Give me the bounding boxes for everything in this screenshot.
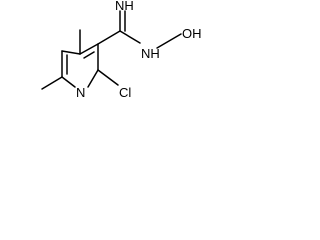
bond-nh-oh bbox=[156, 33, 182, 49]
bond-c-nh bbox=[119, 30, 141, 44]
bond-ring-c3-n bbox=[87, 69, 99, 88]
structure-diagram: N Cl NH NH OH bbox=[41, 0, 202, 100]
bond-c-cl bbox=[97, 69, 119, 86]
chlorine-label: Cl bbox=[119, 85, 131, 100]
bond-ring-c1-c2 bbox=[79, 43, 99, 55]
bond-ring-n-c5 bbox=[61, 76, 76, 88]
hydroxyl-label: OH bbox=[182, 26, 202, 41]
bond-ring-c6-c1 bbox=[61, 50, 81, 55]
bond-methyl-left bbox=[41, 76, 63, 90]
bond-c-amidine bbox=[97, 30, 121, 45]
imine-label: NH bbox=[115, 0, 134, 13]
bond-ring-inner-1 bbox=[83, 51, 95, 59]
ring-nitrogen-label: N bbox=[76, 85, 85, 100]
hydroxylamine-nh-label: NH bbox=[141, 46, 160, 61]
